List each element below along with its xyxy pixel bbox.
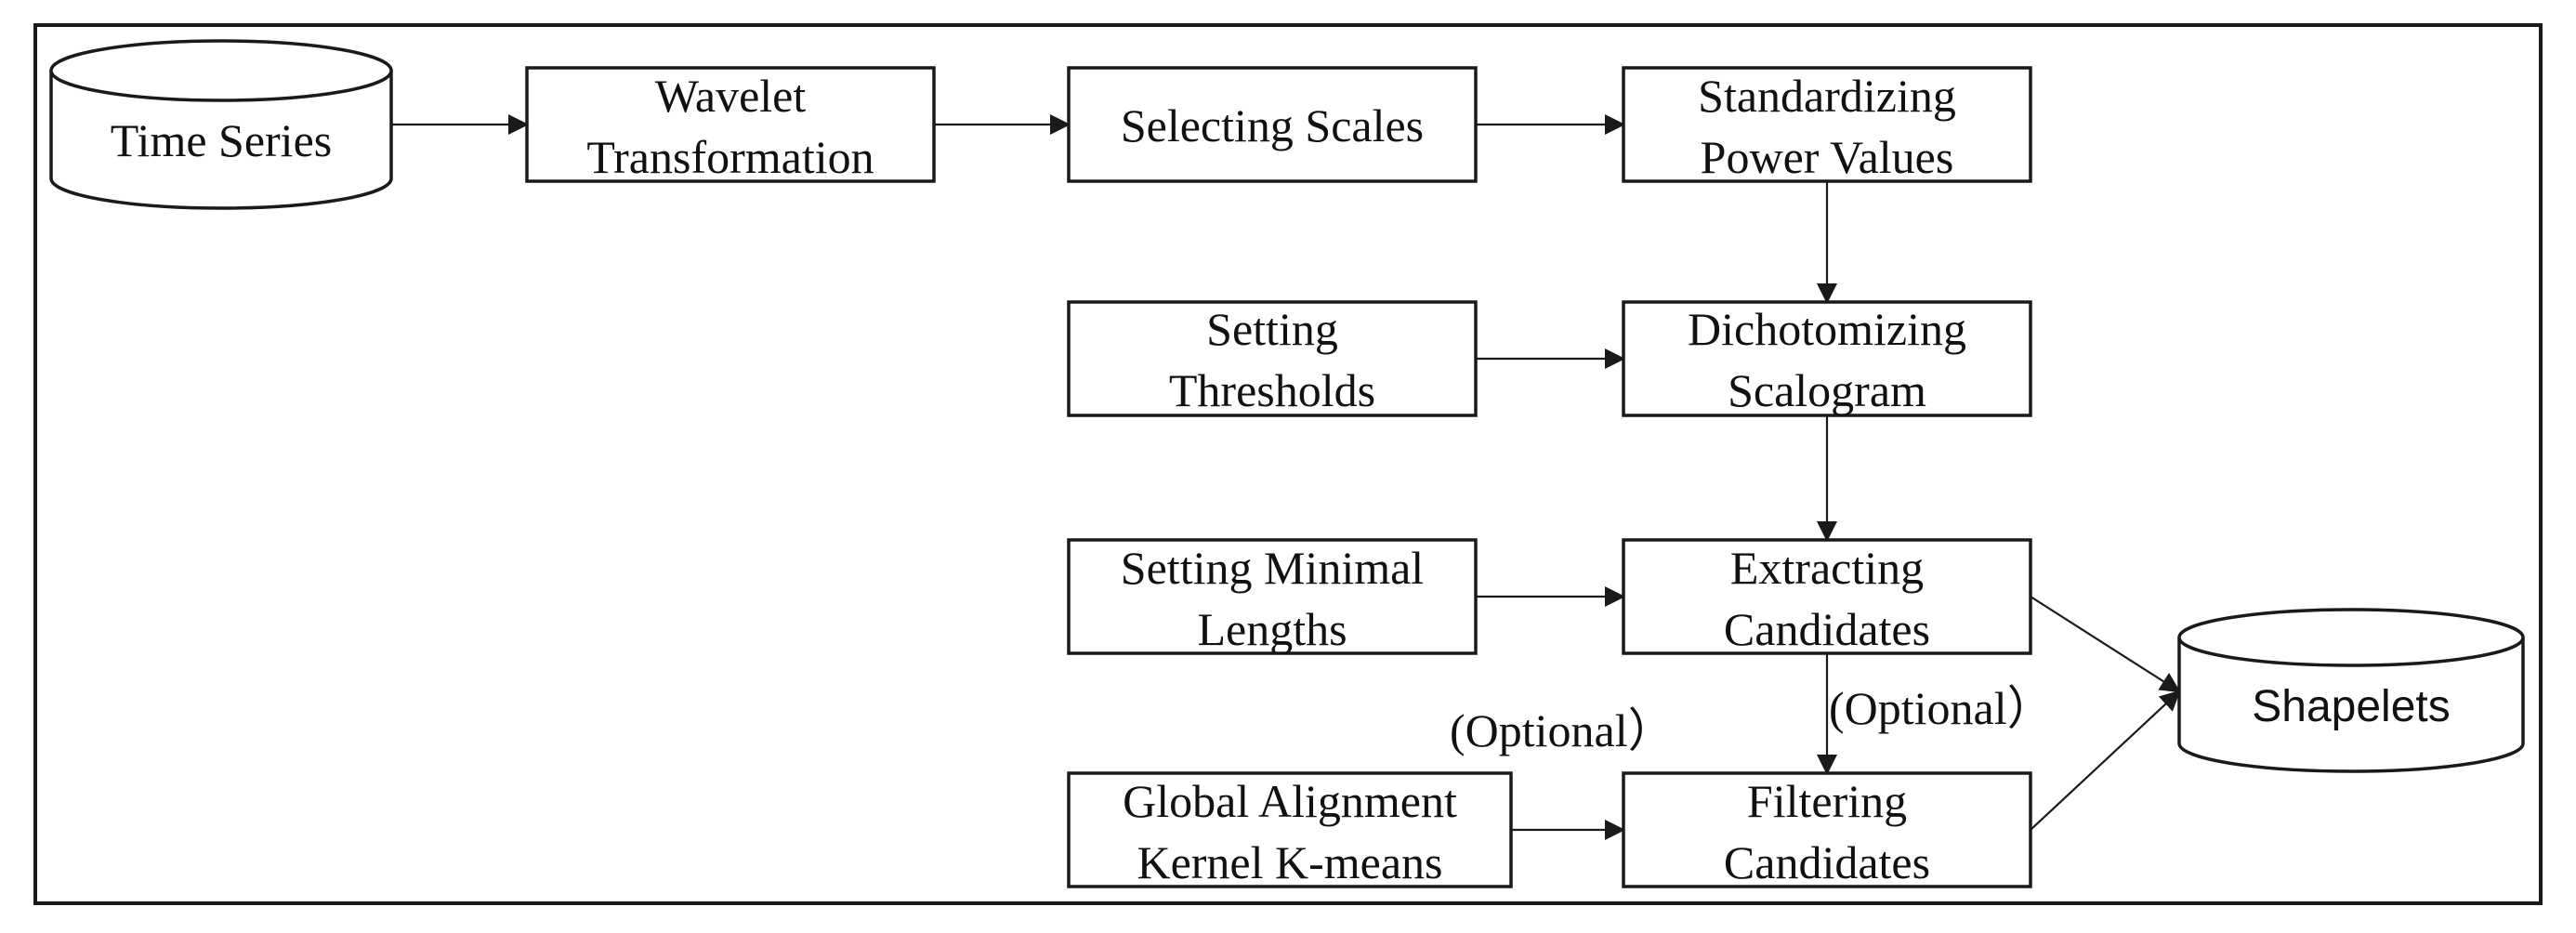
node-wavelet-line2: Transformation xyxy=(586,131,874,183)
node-setting-thresholds-line1: Setting xyxy=(1206,303,1338,355)
node-standardizing-power-values: Standardizing Power Values xyxy=(1622,66,2032,183)
node-dichotomizing-line2: Scalogram xyxy=(1728,364,1926,416)
node-global-alignment-kernel-kmeans: Global Alignment Kernel K-means xyxy=(1067,771,1513,888)
node-extracting-line1: Extracting xyxy=(1730,542,1924,594)
annotation-optional-right: (Optional） xyxy=(1829,682,2054,734)
node-setting-minimal-lengths: Setting Minimal Lengths xyxy=(1067,538,1478,655)
node-time-series: Time Series xyxy=(49,39,393,210)
node-filtering-line1: Filtering xyxy=(1747,775,1907,827)
edge-extracting-to-shapelets xyxy=(2030,596,2181,693)
node-filtering-line2: Candidates xyxy=(1724,836,1930,888)
node-setting-minimal-line1: Setting Minimal xyxy=(1121,542,1424,594)
node-extracting-line2: Candidates xyxy=(1724,603,1930,655)
node-filtering-candidates: Filtering Candidates xyxy=(1622,771,2032,888)
node-time-series-label: Time Series xyxy=(111,114,332,166)
node-setting-minimal-line2: Lengths xyxy=(1197,603,1347,655)
node-dichotomizing-scalogram: Dichotomizing Scalogram xyxy=(1622,300,2032,417)
node-extracting-candidates: Extracting Candidates xyxy=(1622,538,2032,655)
node-setting-thresholds-line2: Thresholds xyxy=(1169,364,1375,416)
edge-filtering-to-shapelets xyxy=(2030,690,2181,831)
node-standardizing-line2: Power Values xyxy=(1701,131,1954,183)
node-selecting-scales-label: Selecting Scales xyxy=(1121,99,1424,151)
node-shapelets: Shapelets xyxy=(2177,608,2525,773)
node-wavelet-line1: Wavelet xyxy=(655,70,807,122)
node-dichotomizing-line1: Dichotomizing xyxy=(1688,303,1966,355)
annotation-optional-left: (Optional） xyxy=(1450,704,1675,756)
node-selecting-scales: Selecting Scales xyxy=(1067,66,1478,183)
node-shapelets-label: Shapelets xyxy=(2252,682,2451,731)
node-global-alignment-line2: Kernel K-means xyxy=(1137,836,1442,888)
node-standardizing-line1: Standardizing xyxy=(1698,70,1956,122)
node-wavelet-transformation: Wavelet Transformation xyxy=(525,66,936,183)
node-setting-thresholds: Setting Thresholds xyxy=(1067,300,1478,417)
node-global-alignment-line1: Global Alignment xyxy=(1123,775,1457,827)
